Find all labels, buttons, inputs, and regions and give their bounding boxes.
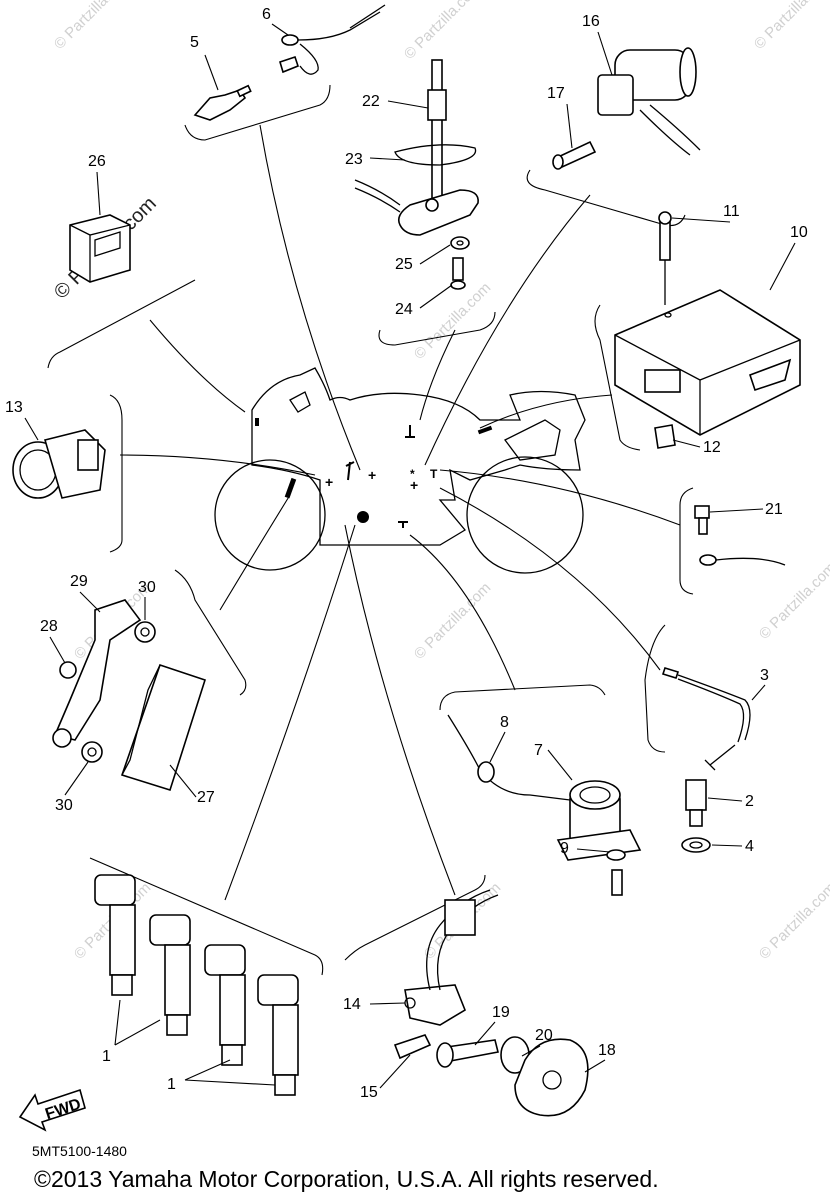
watermark: © Partzilla.com <box>411 279 494 362</box>
watermark: © Partzilla.com <box>756 559 830 642</box>
part-21-ground-lead <box>694 505 786 566</box>
part-27-resistor <box>52 599 207 792</box>
callouts: 1 1 2 3 4 5 6 7 8 9 10 11 12 13 14 15 16… <box>5 6 808 1101</box>
callout-19: 19 <box>492 1004 510 1021</box>
callout-5: 5 <box>190 34 199 51</box>
part-10-ecu <box>614 211 801 449</box>
watermark: © Partzilla.com <box>756 879 830 962</box>
callout-26: 26 <box>88 153 106 170</box>
bracket-lines <box>47 84 694 976</box>
callout-4: 4 <box>745 838 754 855</box>
callout-11: 11 <box>723 203 740 220</box>
part-3-lead <box>661 667 751 771</box>
svg-text:+: + <box>368 467 376 483</box>
watermark: © Partzilla.com <box>751 0 830 53</box>
copyright-notice: ©2013 Yamaha Motor Corporation, U.S.A. A… <box>34 1166 659 1192</box>
leader-lines <box>119 124 681 901</box>
callout-18: 18 <box>598 1042 616 1059</box>
callout-2: 2 <box>745 793 754 810</box>
callout-14: 14 <box>343 996 361 1013</box>
diagram-code: 5MT5100-1480 <box>32 1143 127 1159</box>
svg-text:+: + <box>325 474 333 490</box>
callout-24: 24 <box>395 301 413 318</box>
callout-28: 28 <box>40 618 58 635</box>
part-5-sensor <box>193 84 252 121</box>
callout-1: 1 <box>167 1076 176 1093</box>
callout-15: 15 <box>360 1084 378 1101</box>
part-13-thermo-switch <box>12 429 106 499</box>
callout-30: 30 <box>55 797 73 814</box>
callout-7: 7 <box>534 742 543 759</box>
callout-16: 16 <box>582 13 600 30</box>
part-6-lead-wire <box>279 4 386 75</box>
callout-17: 17 <box>547 85 565 102</box>
callout-27: 27 <box>197 789 215 806</box>
fwd-arrow-icon: FWD <box>18 1088 86 1132</box>
callout-22: 22 <box>362 93 380 110</box>
svg-text:*: * <box>410 467 415 481</box>
svg-text:T: T <box>430 467 438 481</box>
callout-29: 29 <box>70 573 88 590</box>
part-1-ignition-coils <box>94 874 299 1096</box>
callout-3: 3 <box>760 667 769 684</box>
part-2-switch <box>681 779 711 853</box>
callout-25: 25 <box>395 256 413 273</box>
callout-9: 9 <box>560 840 569 857</box>
callout-6: 6 <box>262 6 271 23</box>
motorcycle-outline: + + + * T <box>214 367 586 574</box>
callout-20: 20 <box>535 1027 553 1044</box>
callout-12: 12 <box>703 439 721 456</box>
part-16-speed-sensor <box>552 47 701 170</box>
watermark: © Partzilla.com <box>51 0 134 53</box>
watermark: © Partzilla.com <box>401 0 484 63</box>
callout-30: 30 <box>138 579 156 596</box>
callout-10: 10 <box>790 224 808 241</box>
part-22-fuel-sender <box>354 59 479 236</box>
callout-1: 1 <box>102 1048 111 1065</box>
part-7-sensor <box>447 714 642 896</box>
callout-13: 13 <box>5 399 23 416</box>
part-14-pickup-coil <box>393 889 589 1117</box>
part-24-25-hardware <box>450 236 470 290</box>
callout-23: 23 <box>345 151 363 168</box>
callout-leaders <box>24 23 796 1089</box>
callout-21: 21 <box>765 501 783 518</box>
part-26-relay <box>69 214 131 283</box>
callout-8: 8 <box>500 714 509 731</box>
svg-text:+: + <box>410 477 418 493</box>
